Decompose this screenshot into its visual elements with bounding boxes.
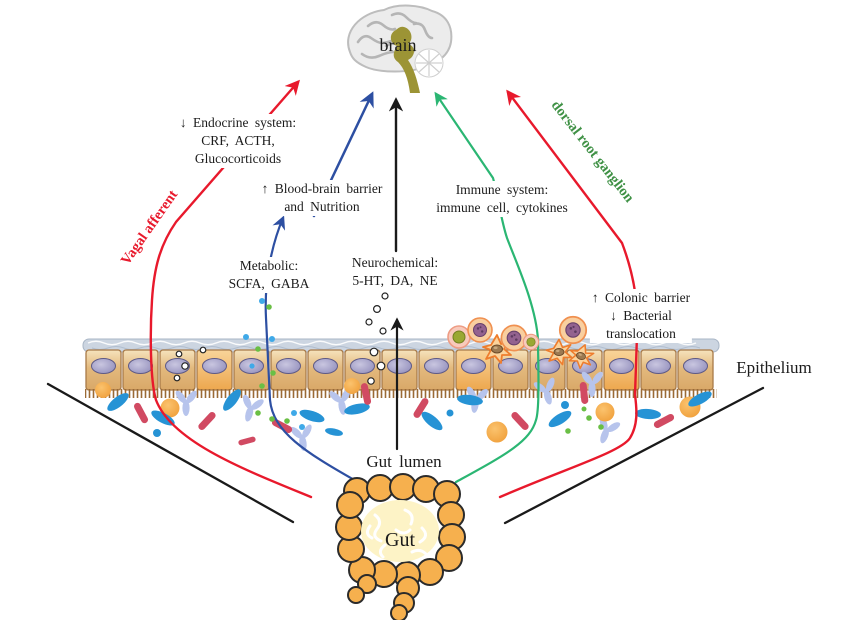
label-immune-system: Immune system: immune cell, cytokines — [434, 181, 570, 217]
label-blood-brain-barrier: ↑ Blood-brain barrier and Nutrition — [259, 180, 385, 216]
label-colonic-barrier: ↑ Colonic barrier ↓ Bacterial translocat… — [589, 289, 693, 343]
metabolic-pathway-lower-arrow — [264, 215, 358, 483]
molecule-dots — [243, 298, 604, 434]
label-endocrine-system: ↓ Endocrine system: CRF, ACTH, Glucocort… — [177, 114, 299, 168]
epithelium-layer — [82, 338, 720, 398]
microvilli — [85, 389, 717, 398]
funnel-line-right — [503, 386, 765, 525]
dorsal-root-pathway-arrow — [498, 89, 639, 499]
label-gut: Gut — [385, 529, 415, 551]
neurotransmitter-bubbles — [173, 292, 389, 385]
label-epithelium: Epithelium — [736, 358, 812, 377]
gut-bacteria — [95, 369, 714, 453]
label-brain: brain — [379, 35, 417, 55]
vagal-afferent-pathway-arrow — [149, 79, 313, 499]
brain-illustration — [347, 4, 453, 93]
label-gut-lumen: Gut lumen — [366, 452, 442, 471]
label-neurochemical: Neurochemical: 5-HT, DA, NE — [349, 254, 441, 290]
funnel-line-left — [46, 382, 295, 524]
brainstem — [390, 26, 420, 93]
gut-illustration — [335, 473, 466, 620]
magnification-lines — [46, 382, 765, 525]
label-metabolic: Metabolic: SCFA, GABA — [226, 257, 312, 293]
